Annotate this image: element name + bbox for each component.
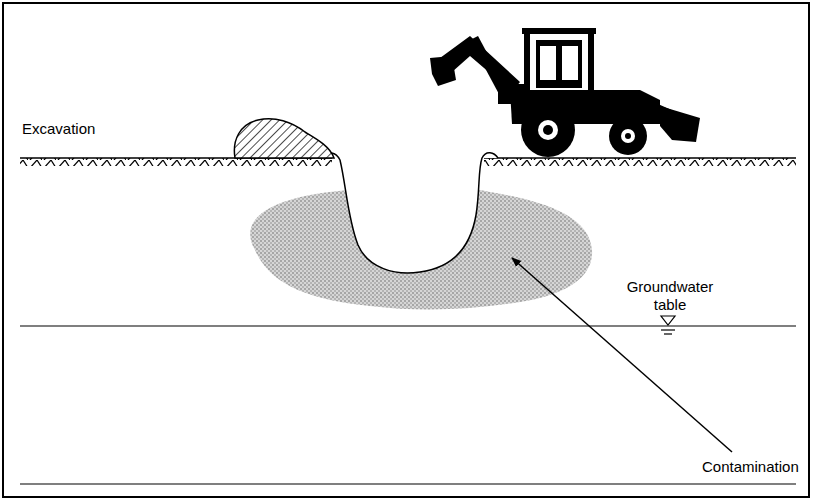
contamination-label: Contamination — [702, 458, 812, 476]
bottom-line — [20, 483, 796, 484]
excavation-pit — [322, 153, 498, 273]
water-table-symbol — [664, 333, 672, 334]
water-table-symbol — [661, 316, 675, 325]
ground-label: Excavation — [22, 120, 142, 138]
groundwater-label: Groundwater table — [622, 278, 718, 314]
ground-hatch — [20, 158, 332, 166]
spoil-pile — [234, 119, 334, 158]
ground-surface — [484, 157, 796, 159]
groundwater-line — [20, 325, 796, 326]
water-table-symbol — [661, 329, 675, 330]
leader-arrow — [512, 258, 732, 452]
backhoe-symbol — [430, 28, 700, 157]
ground-hatch — [484, 158, 796, 166]
frame-border — [3, 3, 809, 497]
